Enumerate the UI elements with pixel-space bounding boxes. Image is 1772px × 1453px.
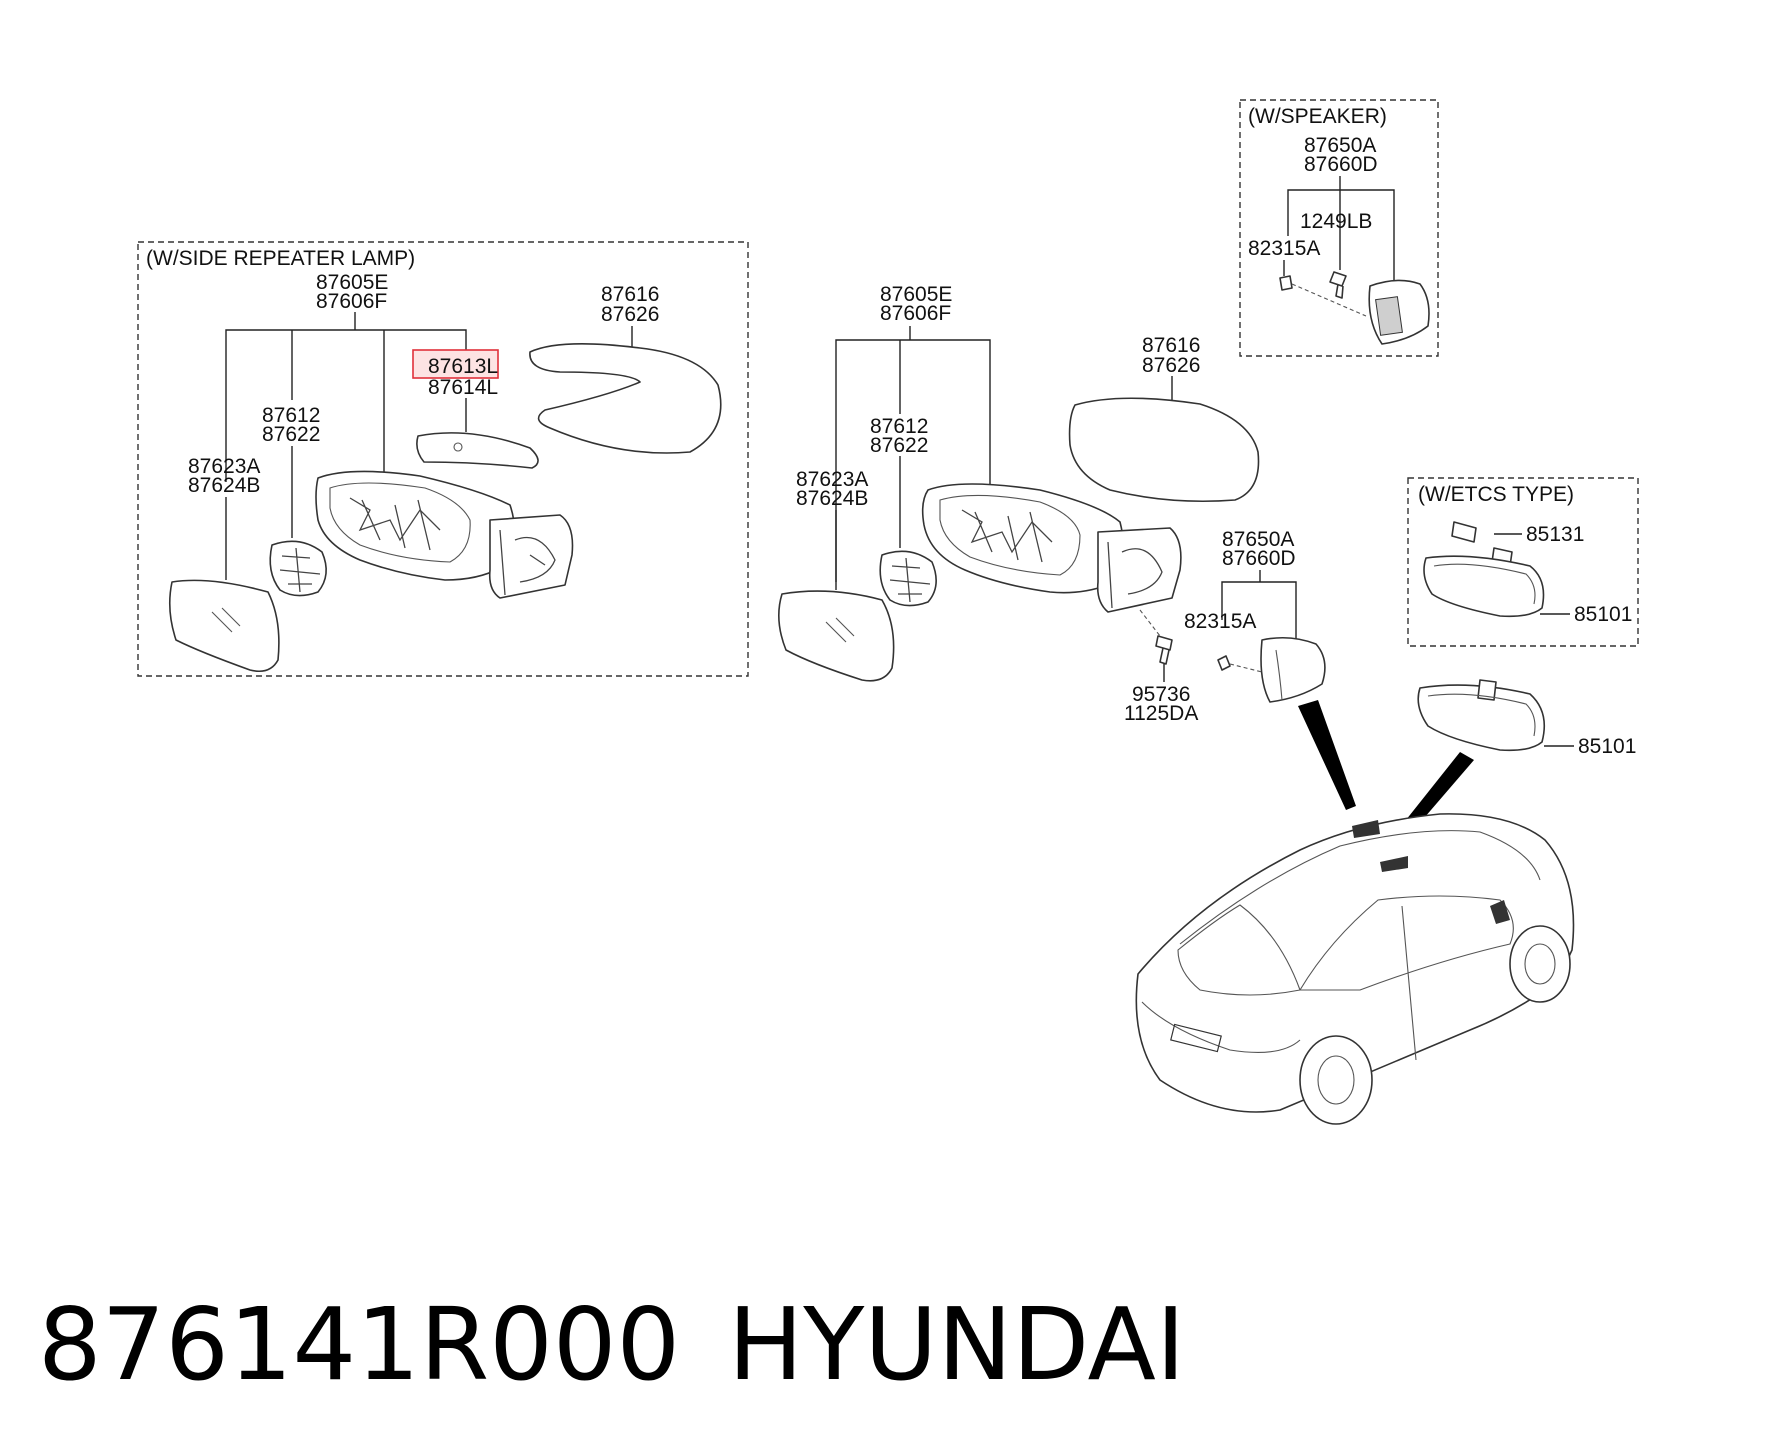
car-roof <box>1179 830 1541 945</box>
leader-bracket-87605e <box>225 329 467 482</box>
bracket-detail-mid <box>1107 541 1163 609</box>
housing-mechanism <box>349 497 441 551</box>
part-label-85131: 85131 <box>1526 523 1584 546</box>
glass-glare-mid <box>825 617 855 643</box>
leader-bracket-87650a-mid <box>1221 581 1297 650</box>
part-label-1249lb: 1249LB <box>1300 210 1372 233</box>
part-label-87660d-spk: 87660D <box>1304 153 1378 176</box>
clip-dash-mid <box>1229 663 1263 673</box>
car-rear-wheel-hub <box>1317 1055 1355 1105</box>
part-label-87650a-spk: 87650A <box>1304 134 1376 157</box>
car-side-mirror <box>1490 900 1510 924</box>
etcs-group-label: (W/ETCS TYPE) <box>1418 483 1574 506</box>
part-label-87616-mid: 87616 <box>1142 334 1200 357</box>
leader-bracket-87605e-mid <box>835 339 991 582</box>
bolt-95736 <box>1155 635 1173 665</box>
part-label-87612: 87612 <box>262 404 320 427</box>
part-number: 876141R000 <box>38 1286 681 1403</box>
part-label-1125da: 1125DA <box>1124 702 1198 725</box>
part-label-87623a-mid: 87623A <box>796 468 868 491</box>
housing-inner <box>329 482 471 563</box>
mirror-glass-87623a-mid <box>778 590 895 682</box>
speaker-cover-detail-mid <box>1275 649 1283 701</box>
part-label-85101-etcs: 85101 <box>1574 603 1632 626</box>
part-label-87626-mid: 87626 <box>1142 354 1200 377</box>
bracket-detail <box>499 529 556 596</box>
clip-dash-spk <box>1291 283 1367 317</box>
screw-1249lb <box>1329 271 1347 299</box>
car-license-plate <box>1170 1023 1222 1053</box>
inside-mirror-stem <box>1477 679 1497 701</box>
part-label-82315a-mid: 82315A <box>1184 610 1256 633</box>
part-label-87614l: 87614L <box>428 376 498 399</box>
scalp-cover-87616-mid <box>1068 397 1260 503</box>
actuator-detail-mid <box>889 557 931 603</box>
car-trunk <box>1141 1001 1301 1053</box>
housing-mechanism-mid <box>961 509 1053 563</box>
part-label-85101: 85101 <box>1578 735 1636 758</box>
side-repeater-group-label: (W/SIDE REPEATER LAMP) <box>146 247 415 270</box>
scalp-cover-87616 <box>529 343 722 454</box>
car-rear-wheel <box>1299 1035 1373 1125</box>
part-label-95736: 95736 <box>1132 683 1190 706</box>
middle-assembly: 87605E 87606F 87616 87626 87612 87622 87… <box>778 283 1326 725</box>
glass-glare <box>211 607 241 633</box>
sensor-85131 <box>1451 521 1477 543</box>
repeater-lamp-87614l <box>416 432 539 469</box>
part-label-87606f: 87606F <box>316 290 387 313</box>
speaker-cover-mid <box>1260 636 1326 703</box>
side-repeater-frame <box>137 241 749 677</box>
speaker-group-label: (W/SPEAKER) <box>1248 105 1387 128</box>
part-label-87650a-mid: 87650A <box>1222 528 1294 551</box>
part-label-87605e: 87605E <box>316 271 388 294</box>
car-front-wheel <box>1509 925 1571 1003</box>
pointer-arrow-speaker <box>1298 700 1356 810</box>
mirror-housing <box>315 470 516 581</box>
car-front-wheel-hub <box>1524 943 1556 985</box>
mirror-glass-87623a <box>168 579 280 673</box>
speaker-frame <box>1239 99 1439 357</box>
part-label-87624b: 87624B <box>188 474 260 497</box>
part-label-87606f-mid: 87606F <box>880 302 951 325</box>
part-label-87612-mid: 87612 <box>870 415 928 438</box>
left-assembly: 87605E 87606F 87616 87626 87613L 87614L … <box>168 271 722 673</box>
car-illustration <box>1135 813 1575 1125</box>
bolt-dash <box>1139 609 1161 637</box>
car-body <box>1135 813 1575 1113</box>
clip-82315a-mid <box>1217 655 1231 671</box>
housing-inner-mid <box>939 494 1081 576</box>
brand-name: HYUNDAI <box>728 1286 1186 1403</box>
inside-mirror-rim <box>1427 693 1536 737</box>
footer: 876141R000 HYUNDAI <box>0 1275 1772 1415</box>
part-label-82315a-spk: 82315A <box>1248 237 1320 260</box>
leader-bracket-87650a-spk <box>1287 189 1395 290</box>
inside-mirror-assembly: 85101 <box>1417 679 1636 758</box>
part-label-87613l: 87613L <box>428 355 498 378</box>
car-door-line <box>1401 905 1417 1061</box>
car-speaker-mark <box>1352 820 1380 838</box>
part-label-87622-mid: 87622 <box>870 434 928 457</box>
speaker-assembly: 87650A 87660D 1249LB 82315A <box>1248 134 1430 345</box>
mounting-bracket-mid <box>1096 527 1182 613</box>
car-mirror-mark <box>1380 856 1408 872</box>
part-label-87623a: 87623A <box>188 455 260 478</box>
car-side-windows <box>1299 895 1514 991</box>
etcs-frame <box>1407 477 1639 647</box>
clip-82315a-spk <box>1279 275 1293 291</box>
part-label-87624b-mid: 87624B <box>796 487 868 510</box>
part-label-87616: 87616 <box>601 283 659 306</box>
speaker-grille <box>1375 296 1403 336</box>
etcs-assembly: 85131 85101 <box>1423 521 1632 626</box>
part-label-87660d-mid: 87660D <box>1222 547 1296 570</box>
part-label-87626: 87626 <box>601 303 659 326</box>
actuator-detail <box>279 547 321 593</box>
mirror-housing-mid <box>921 483 1124 594</box>
highlight-box-87613l <box>412 349 499 379</box>
part-label-87622: 87622 <box>262 423 320 446</box>
part-label-87605e-mid: 87605E <box>880 283 952 306</box>
inside-mirror-etcs-rim <box>1433 563 1536 605</box>
lamp-screw <box>453 442 463 452</box>
